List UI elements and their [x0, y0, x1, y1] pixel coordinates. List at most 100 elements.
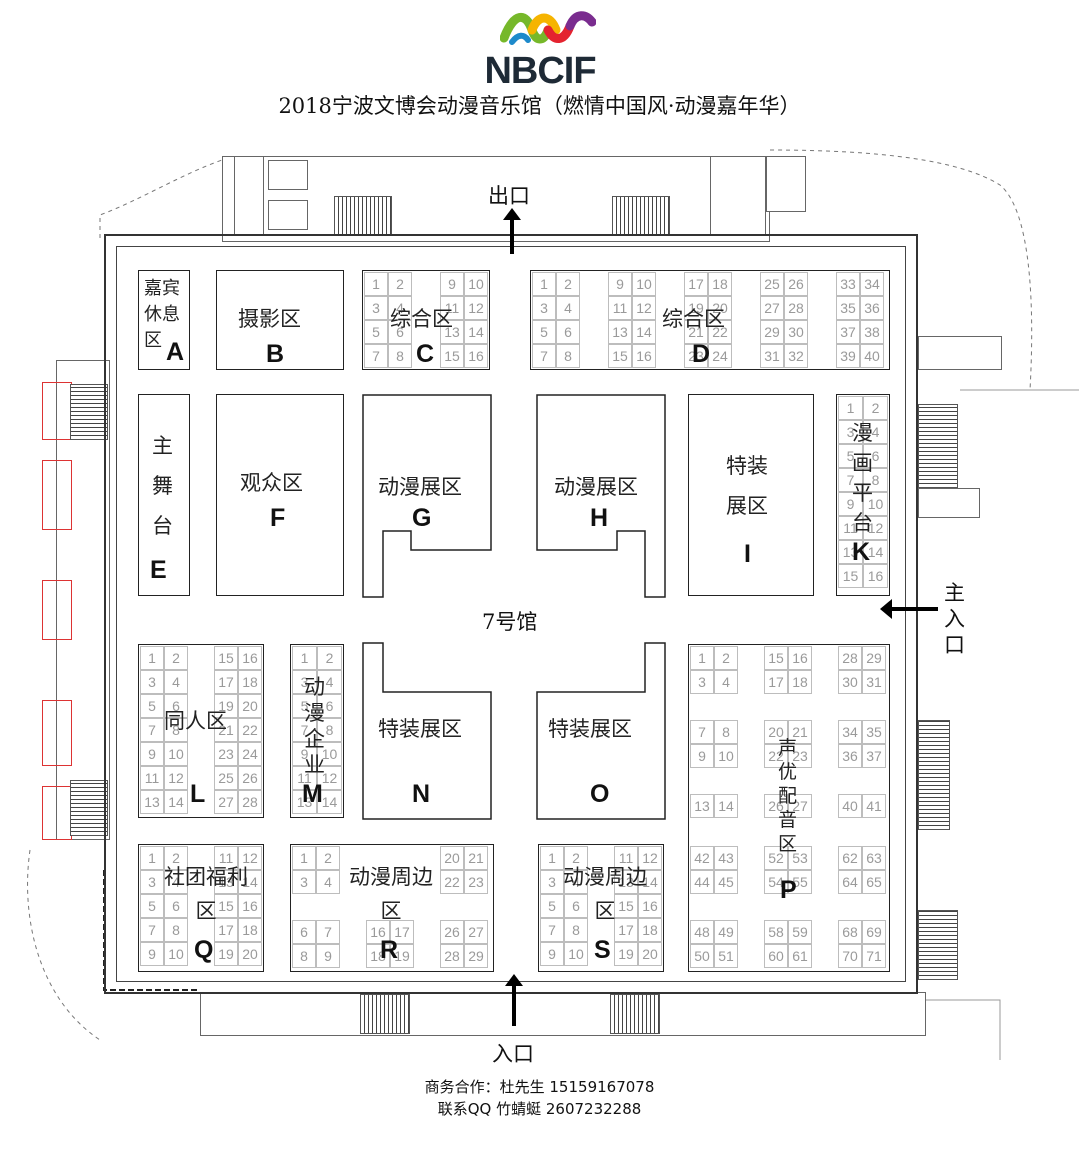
booth-cell: 5 — [292, 694, 317, 718]
zone-q-name: 社团福利区 — [164, 865, 248, 923]
zone-r[interactable] — [290, 844, 494, 972]
booth-cell: 69 — [862, 920, 886, 944]
booth-cell: 31 — [862, 670, 886, 694]
left-annex-red-room-3 — [42, 580, 72, 640]
zone-d[interactable] — [530, 270, 890, 370]
booth-cell: 9 — [140, 742, 164, 766]
booth-cell: 2 — [714, 646, 738, 670]
zone-l[interactable] — [138, 644, 264, 818]
zone-k[interactable] — [836, 394, 890, 596]
booth-cell: 5 — [140, 694, 164, 718]
booth-cell: 2 — [164, 646, 188, 670]
booth-cell: 17 — [214, 670, 238, 694]
right-stairs-top — [918, 404, 958, 488]
booth-cell: 10 — [632, 272, 656, 296]
hall-label: 7号馆 — [482, 610, 538, 634]
booth-cell: 1 — [690, 646, 714, 670]
booth-cell: 6 — [388, 320, 412, 344]
booth-cell: 7 — [532, 344, 556, 368]
booth-cell: 59 — [788, 920, 812, 944]
booth-cell: 16 — [238, 894, 262, 918]
left-annex — [56, 360, 110, 840]
top-annex-toilet-left — [268, 160, 308, 190]
zone-c[interactable] — [362, 270, 490, 370]
booth-cell: 3 — [292, 870, 316, 894]
booth-cell: 13 — [608, 320, 632, 344]
booth-cell: 45 — [714, 870, 738, 894]
zone-r-letter: R — [380, 936, 399, 964]
zone-g[interactable] — [360, 392, 494, 600]
zone-e-name: 主舞台 — [152, 434, 173, 538]
booth-cell: 13 — [292, 790, 317, 814]
bottom-annex — [200, 992, 926, 1036]
zone-q[interactable] — [138, 844, 264, 972]
zone-b[interactable] — [216, 270, 344, 370]
nbcif-logo-mark-icon — [500, 11, 596, 45]
booth-cell: 5 — [140, 894, 164, 918]
booth-cell: 15 — [608, 344, 632, 368]
zone-p[interactable] — [688, 644, 890, 972]
booth-cell: 1 — [292, 646, 317, 670]
booth-cell: 16 — [863, 564, 888, 588]
left-annex-red-room-1 — [42, 382, 72, 440]
booth-cell: 2 — [564, 846, 588, 870]
booth-cell: 7 — [690, 720, 714, 744]
zone-a-letter: A — [166, 338, 185, 366]
booth-cell: 25 — [760, 272, 784, 296]
booth-cell: 35 — [836, 296, 860, 320]
booth-cell: 10 — [317, 742, 342, 766]
booth-cell: 9 — [838, 492, 863, 516]
booth-cell: 16 — [638, 894, 662, 918]
zone-n-letter: N — [412, 780, 431, 808]
booth-cell: 39 — [836, 344, 860, 368]
booth-cell: 48 — [690, 920, 714, 944]
booth-cell: 64 — [838, 870, 862, 894]
booth-cell: 21 — [214, 718, 238, 742]
booth-cell: 10 — [164, 942, 188, 966]
booth-cell: 9 — [540, 942, 564, 966]
booth-cell: 6 — [292, 920, 316, 944]
booth-cell: 54 — [764, 870, 788, 894]
booth-cell: 23 — [464, 870, 488, 894]
booth-cell: 1 — [532, 272, 556, 296]
zone-h-name: 动漫展区 — [554, 475, 638, 499]
zone-i[interactable] — [688, 394, 814, 596]
booth-cell: 7 — [140, 718, 164, 742]
booth-cell: 23 — [684, 344, 708, 368]
booth-cell: 11 — [440, 296, 464, 320]
booth-cell: 11 — [614, 846, 638, 870]
zone-h[interactable] — [534, 392, 668, 600]
zone-s-name: 动漫周边区 — [563, 865, 647, 923]
booth-cell: 10 — [564, 942, 588, 966]
zone-s[interactable] — [538, 844, 664, 972]
booth-cell: 26 — [440, 920, 464, 944]
zone-f-letter: F — [270, 504, 286, 532]
booth-cell: 31 — [760, 344, 784, 368]
zone-f[interactable] — [216, 394, 344, 596]
booth-cell: 26 — [238, 766, 262, 790]
zone-a[interactable] — [138, 270, 190, 370]
booth-cell: 3 — [838, 420, 863, 444]
booth-cell: 8 — [564, 918, 588, 942]
zone-n-name: 特装展区 — [378, 717, 462, 741]
zone-n[interactable] — [360, 640, 494, 822]
booth-cell: 18 — [238, 918, 262, 942]
booth-cell: 14 — [164, 790, 188, 814]
zone-m[interactable] — [290, 644, 344, 818]
zone-e[interactable] — [138, 394, 190, 596]
top-stairs-left — [334, 196, 392, 236]
booth-cell: 8 — [863, 468, 888, 492]
booth-cell: 7 — [316, 920, 340, 944]
booth-cell: 2 — [316, 846, 340, 870]
booth-cell: 37 — [862, 744, 886, 768]
booth-cell: 18 — [366, 944, 390, 968]
booth-cell: 28 — [838, 646, 862, 670]
bottom-stairs-left — [360, 994, 410, 1034]
zone-o[interactable] — [534, 640, 668, 822]
booth-cell: 26 — [764, 794, 788, 818]
booth-cell: 14 — [632, 320, 656, 344]
booth-cell: 11 — [608, 296, 632, 320]
zone-m-name: 动漫企业 — [304, 675, 325, 777]
zone-i-name: 特装展区 — [726, 454, 768, 518]
booth-cell: 20 — [708, 296, 732, 320]
